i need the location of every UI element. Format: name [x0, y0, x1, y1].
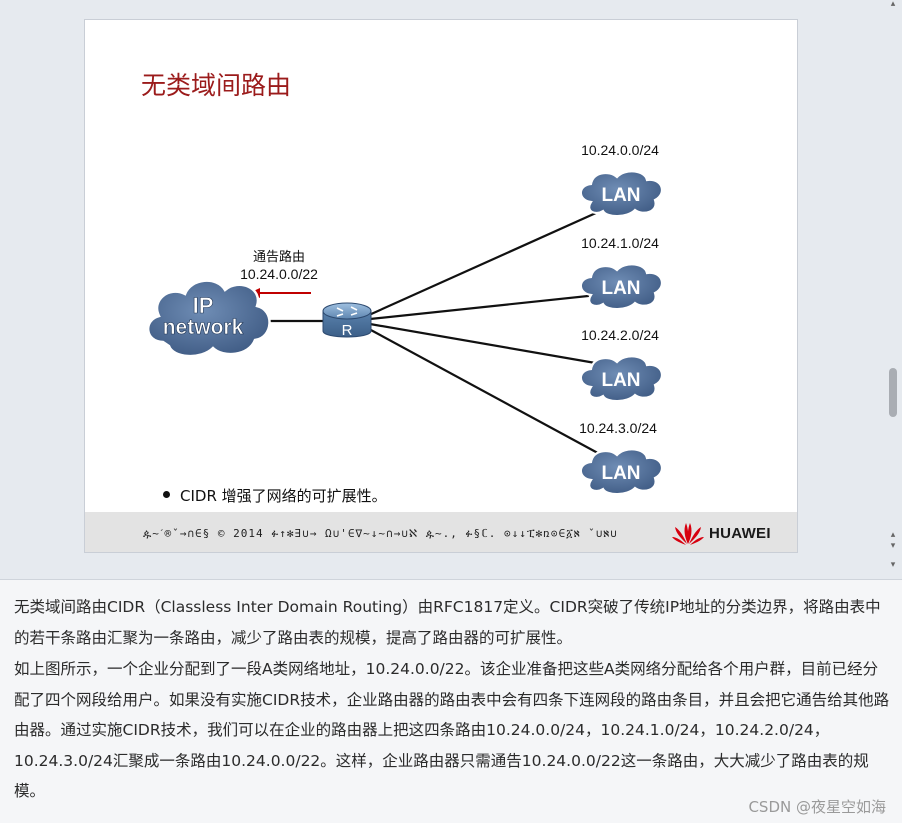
slide-title: 无类域间路由: [141, 71, 292, 100]
ip-network-label-network: network: [163, 316, 244, 339]
ip-network-cloud-icon: IP network: [147, 279, 271, 358]
link-lan-0: [368, 206, 608, 317]
lan-1: 10.24.1.0/24 LAN: [579, 235, 664, 311]
scroll-page-up-icon[interactable]: ▴: [890, 530, 896, 540]
lan-label: LAN: [601, 370, 640, 391]
slide-bullet: CIDR 增强了网络的可扩展性。: [163, 485, 387, 506]
link-lan-3: [368, 328, 608, 459]
lan-cloud-icon: [579, 263, 664, 311]
lan-label: LAN: [601, 185, 640, 206]
advertise-prefix: 10.24.0.0/22: [240, 266, 318, 282]
lan-cloud-icon: [579, 170, 664, 218]
lan-cloud-icon: [579, 448, 664, 496]
scroll-thumb[interactable]: [889, 368, 897, 417]
copyright-text: ዹ~ˊ®ˇ→∩∈§ © 2014 ፉ↑✻∃∪→ Ω∪'∈∇~↓~∩→∪ℵ ዹ~.…: [143, 527, 618, 540]
brand-text: HUAWEI: [709, 524, 771, 542]
advertise-label: 通告路由: [253, 249, 305, 264]
lan-prefix: 10.24.2.0/24: [581, 327, 659, 343]
lan-label: LAN: [601, 463, 640, 484]
lan-cloud-icon: [579, 355, 664, 403]
lan-prefix: 10.24.3.0/24: [579, 420, 657, 436]
description-paragraph-2: 如上图所示，一个企业分配到了一段A类网络地址，10.24.0.0/22。该企业准…: [14, 660, 890, 800]
lan-prefix: 10.24.1.0/24: [581, 235, 659, 251]
bullet-text: CIDR 增强了网络的可扩展性。: [180, 487, 387, 505]
scroll-down-arrow-icon[interactable]: ▾: [890, 560, 896, 570]
ip-network-label-ip: IP: [193, 293, 214, 318]
lan-3: 10.24.3.0/24 LAN: [579, 420, 664, 496]
watermark: CSDN @夜星空如海: [748, 798, 886, 816]
router-icon: R: [322, 302, 372, 339]
lan-prefix: 10.24.0.0/24: [581, 142, 659, 158]
lan-label: LAN: [601, 278, 640, 299]
scroll-up-arrow-icon[interactable]: ▴: [890, 0, 896, 9]
links: [257, 206, 608, 459]
description-paragraph-1: 无类域间路由CIDR（Classless Inter Domain Routin…: [14, 598, 881, 647]
slide-viewer: 无类域间路由: [84, 0, 902, 579]
description-panel: 无类域间路由CIDR（Classless Inter Domain Routin…: [0, 580, 902, 823]
link-lan-1: [369, 292, 608, 321]
router-label: R: [342, 322, 353, 339]
slide: 无类域间路由: [84, 19, 798, 553]
network-diagram: 通告路由 10.24.0.0/22 IP network R 10.24.0.0…: [147, 142, 664, 496]
lan-0: 10.24.0.0/24 LAN: [579, 142, 664, 218]
link-lan-2: [369, 322, 608, 367]
huawei-logo: HUAWEI: [671, 520, 771, 546]
scroll-page-down-icon[interactable]: ▾: [890, 541, 896, 551]
divider: [0, 579, 902, 580]
scrollbar[interactable]: [885, 0, 902, 579]
bullet-dot-icon: [163, 491, 170, 498]
huawei-petal-icon: [672, 523, 704, 545]
lan-2: 10.24.2.0/24 LAN: [579, 327, 664, 403]
